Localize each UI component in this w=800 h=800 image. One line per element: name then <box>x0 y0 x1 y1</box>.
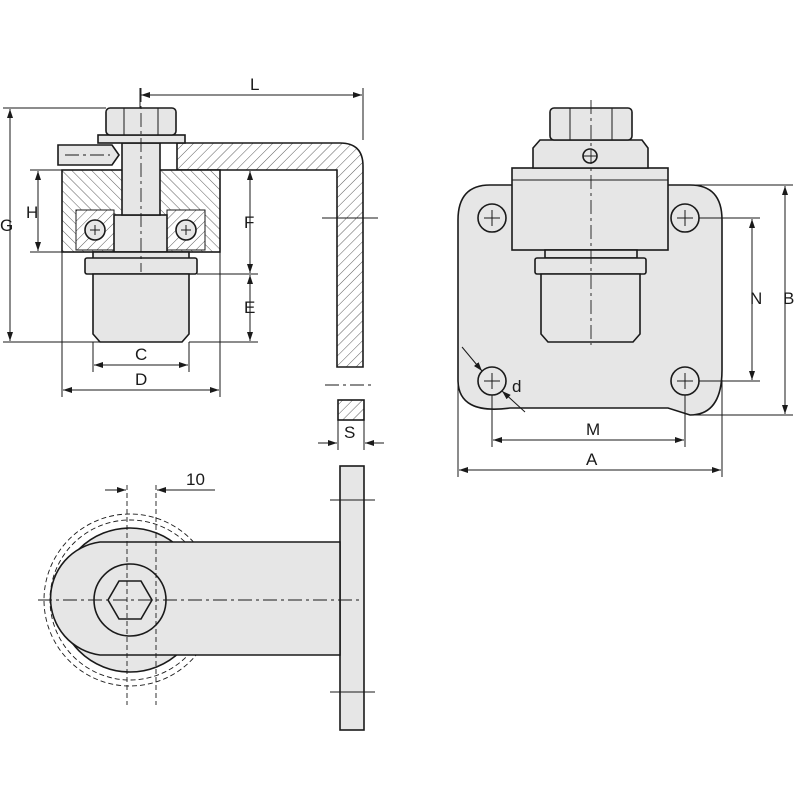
dim-label-C: C <box>135 345 147 364</box>
side-dimensions: L G H F E C D S <box>0 75 384 450</box>
roller-front <box>540 273 641 343</box>
dim-label-F: F <box>244 213 254 232</box>
dim-label-S: S <box>344 423 355 442</box>
flange-front <box>534 257 647 275</box>
dim-label-D: D <box>135 370 147 389</box>
dim-label-E: E <box>244 298 255 317</box>
mounting-holes <box>477 203 700 396</box>
dim-label-H: H <box>26 203 38 222</box>
dim-label-N: N <box>750 289 762 308</box>
dim-label-d: d <box>512 377 521 396</box>
dim-label-L: L <box>250 75 259 94</box>
dim-label-G: G <box>0 216 13 235</box>
shaft <box>121 142 161 216</box>
washer <box>97 134 186 144</box>
bracket-thickness-section <box>337 399 365 421</box>
dim-label-B: B <box>783 289 794 308</box>
dim-label-10: 10 <box>186 470 205 489</box>
side-section-view <box>57 88 378 421</box>
mounting-plate-edge <box>339 465 365 731</box>
inner-race <box>113 214 168 253</box>
set-screw <box>57 144 120 166</box>
dim-label-A: A <box>586 450 598 469</box>
dim-label-M: M <box>586 420 600 439</box>
roller-wheel <box>92 273 190 343</box>
front-view <box>457 100 723 416</box>
bracket-section <box>176 142 364 368</box>
top-view: 10 <box>38 465 375 731</box>
front-dimensions: M A N B d <box>457 184 794 477</box>
